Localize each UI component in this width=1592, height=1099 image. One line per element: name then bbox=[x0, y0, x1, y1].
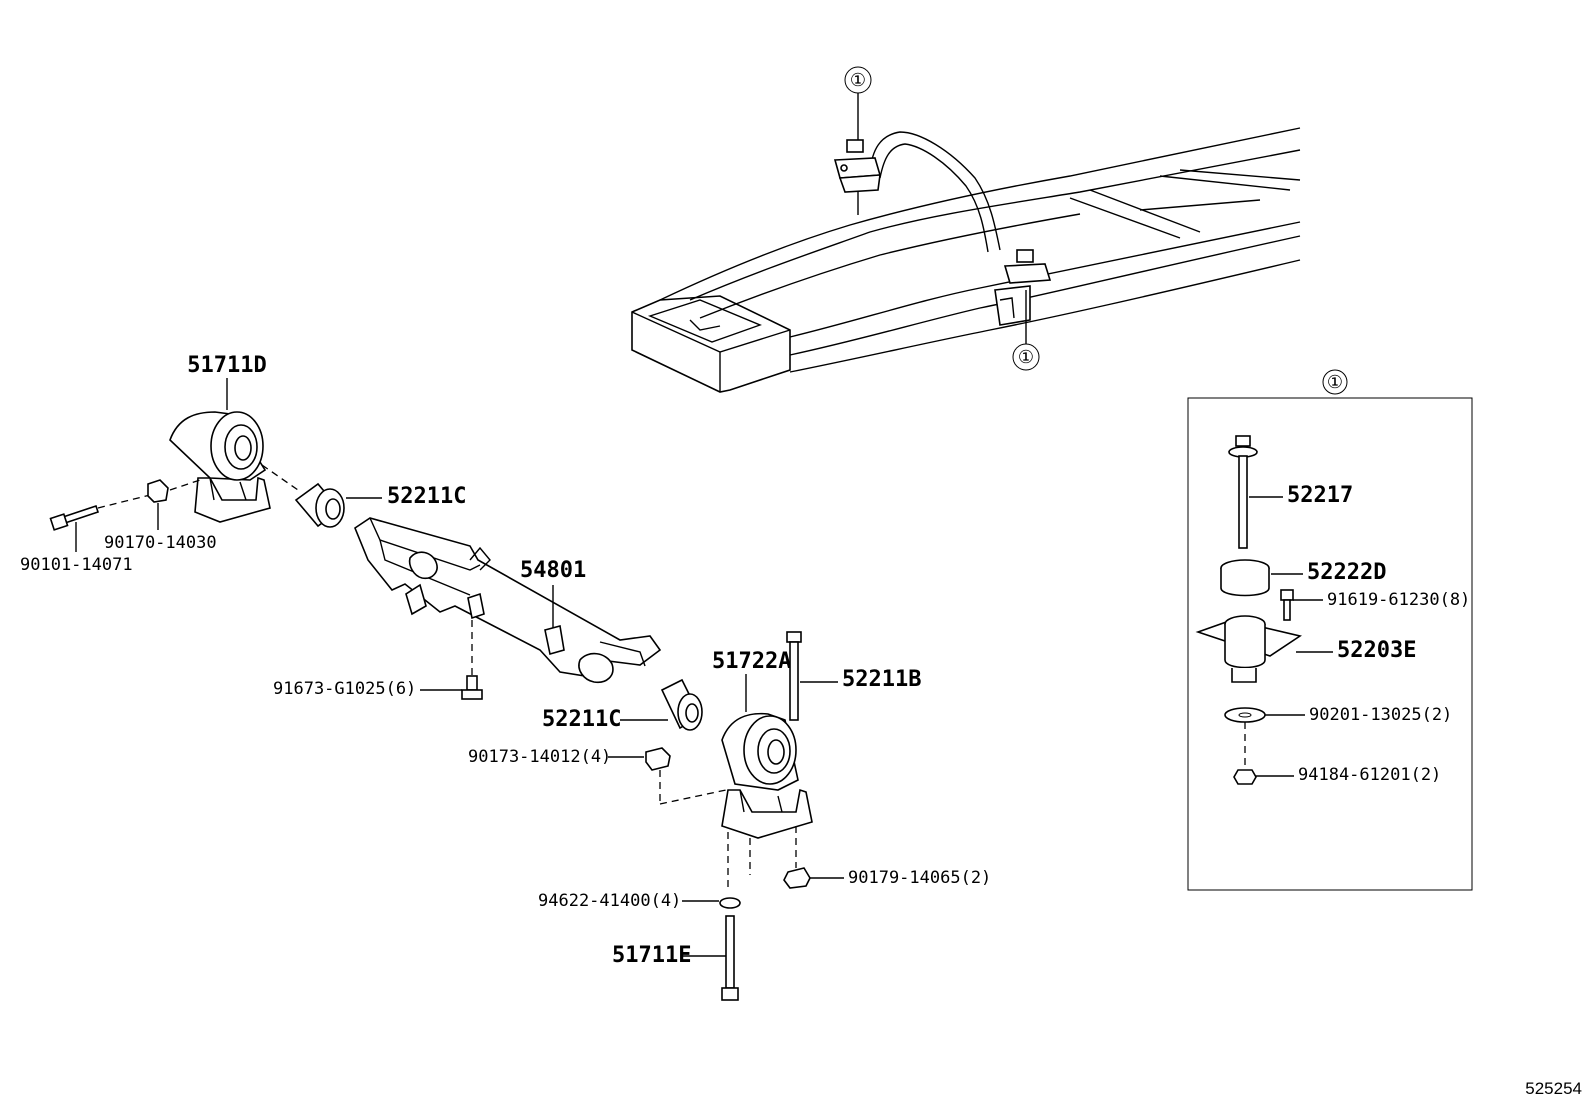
inset-callout-label: ① bbox=[1327, 372, 1343, 393]
label-91619-61230: 91619-61230(8) bbox=[1327, 590, 1470, 610]
nut-90170-drawing bbox=[147, 479, 169, 503]
vehicle-frame-drawing: ① ① bbox=[631, 66, 1301, 393]
label-52217: 52217 bbox=[1287, 483, 1353, 508]
nut-90173-drawing bbox=[645, 747, 671, 771]
label-91673-G1025: 91673-G1025(6) bbox=[273, 679, 416, 699]
callout-1-upper: ① bbox=[850, 70, 866, 91]
inset-callout-circle bbox=[1322, 369, 1348, 395]
mount-52203E-drawing bbox=[1195, 615, 1302, 683]
label-94622-41400: 94622-41400(4) bbox=[538, 891, 681, 911]
label-51722A: 51722A bbox=[712, 649, 791, 674]
label-52211C-top: 52211C bbox=[387, 484, 466, 509]
spacer-52222D-drawing bbox=[1220, 559, 1270, 597]
engine-mount-left-drawing bbox=[169, 411, 271, 523]
inset-box bbox=[1187, 397, 1473, 891]
bolt-52217-drawing bbox=[1228, 435, 1258, 549]
bolt-52211B-drawing bbox=[786, 631, 802, 721]
washer-94622-drawing bbox=[719, 897, 741, 909]
label-52211C-bottom: 52211C bbox=[542, 707, 621, 732]
nut-94184-drawing bbox=[1233, 769, 1257, 785]
crossmember-54801-drawing bbox=[354, 517, 662, 684]
bolt-90101-drawing bbox=[49, 504, 100, 531]
bushing-52211C-bottom-drawing bbox=[660, 678, 703, 731]
bolt-91673-drawing bbox=[461, 675, 483, 700]
bolt-91619-drawing bbox=[1280, 589, 1294, 621]
engine-mount-right-drawing bbox=[721, 712, 813, 839]
label-51711D: 51711D bbox=[187, 353, 266, 378]
label-90101-14071: 90101-14071 bbox=[20, 555, 133, 575]
label-94184-61201: 94184-61201(2) bbox=[1298, 765, 1441, 785]
label-52222D: 52222D bbox=[1307, 560, 1386, 585]
label-54801: 54801 bbox=[520, 558, 586, 583]
nut-90179-drawing bbox=[783, 867, 811, 889]
label-90170-14030: 90170-14030 bbox=[104, 533, 217, 553]
bolt-51711E-drawing bbox=[721, 915, 739, 1001]
diagram-id: 525254 bbox=[1525, 1079, 1582, 1098]
label-90173-14012: 90173-14012(4) bbox=[468, 747, 611, 767]
label-90179-14065: 90179-14065(2) bbox=[848, 868, 991, 888]
bushing-52211C-top-drawing bbox=[294, 482, 345, 528]
callout-1-lower: ① bbox=[1018, 347, 1034, 368]
label-52203E: 52203E bbox=[1337, 638, 1416, 663]
washer-90201-drawing bbox=[1224, 707, 1266, 723]
label-90201-13025: 90201-13025(2) bbox=[1309, 705, 1452, 725]
label-51711E: 51711E bbox=[612, 943, 691, 968]
label-52211B: 52211B bbox=[842, 667, 921, 692]
